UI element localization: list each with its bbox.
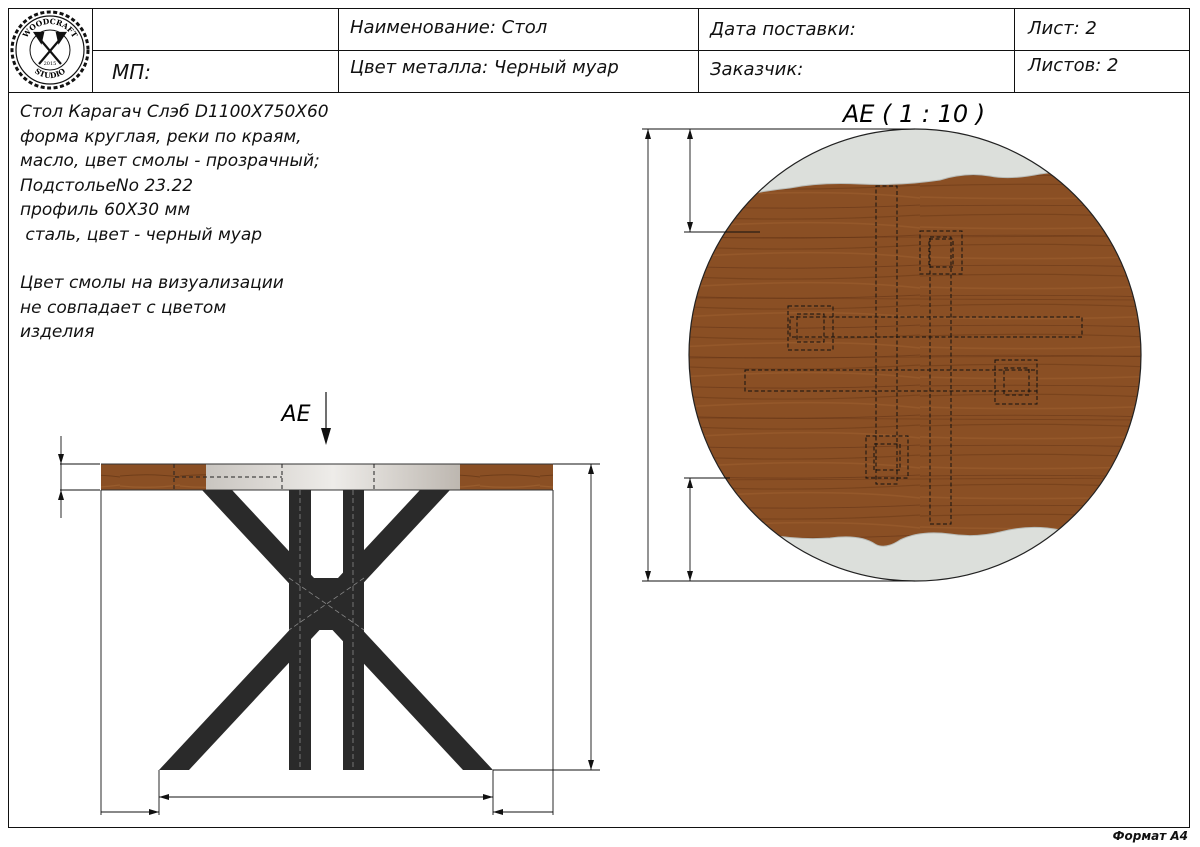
specification-notes: Стол Карагач Слэб D1100X750X60 форма кру… <box>20 100 329 345</box>
format-label: Формат A4 <box>1112 829 1188 843</box>
title-block-divider-1 <box>338 8 340 93</box>
tabletop-resin-center <box>206 464 460 490</box>
metal-color-field: Цвет металла: Черный муар <box>350 57 619 78</box>
title-block-row-divider <box>92 50 1190 52</box>
front-dimensions <box>60 436 600 815</box>
delivery-date-field: Дата поставки: <box>710 19 856 40</box>
name-field: Наименование: Стол <box>350 17 548 38</box>
woodcraft-studio-logo: WOODCRAFT STUDIO 2015 <box>10 10 90 90</box>
spec-line: масло, цвет смолы - прозрачный; <box>20 151 320 171</box>
metal-base <box>159 490 493 770</box>
disclaimer-line: изделия <box>20 322 95 342</box>
customer-field: Заказчик: <box>710 59 804 80</box>
title-block-bottom-line <box>8 92 1190 94</box>
front-view: AE <box>58 392 600 815</box>
section-arrow-head <box>321 428 331 445</box>
section-arrow-label: AE <box>280 402 311 427</box>
saw-blade-icon <box>10 10 90 90</box>
top-view-label: AE ( 1 : 10 ) <box>841 100 985 128</box>
title-block-divider-2 <box>698 8 700 93</box>
logo-year: 2015 <box>44 61 57 67</box>
tabletop-wood-left <box>101 464 206 490</box>
resin-river-bottom <box>699 526 1131 581</box>
hidden-base-outline <box>744 185 1083 525</box>
sheets-field: Листов: 2 <box>1028 55 1119 76</box>
disclaimer-line: не совпадает с цветом <box>20 297 227 318</box>
title-block-logo-divider <box>92 8 94 93</box>
spec-line: форма круглая, реки по краям, <box>20 126 302 147</box>
disclaimer-line: Цвет смолы на визуализации <box>20 273 284 293</box>
spec-line: Стол Карагач Слэб D1100X750X60 <box>20 102 329 122</box>
tabletop-side <box>101 463 553 491</box>
spec-line: профиль 60X30 мм <box>20 200 191 220</box>
title-block-divider-3 <box>1014 8 1016 93</box>
top-dimensions <box>642 128 915 582</box>
spec-line: сталь, цвет - черный муар <box>20 224 263 245</box>
tabletop-wood-right <box>460 464 553 490</box>
spec-line: ПодстольеNo 23.22 <box>20 175 194 196</box>
drawing-frame <box>8 8 1190 828</box>
sheet-field: Лист: 2 <box>1028 18 1097 39</box>
crossed-axes-icon <box>32 31 68 65</box>
mp-label: МП: <box>112 60 152 84</box>
tabletop-wood-surface <box>689 129 1141 581</box>
top-view: AE ( 1 : 10 ) <box>642 100 1142 582</box>
logo-bottom-text: STUDIO <box>33 66 67 80</box>
